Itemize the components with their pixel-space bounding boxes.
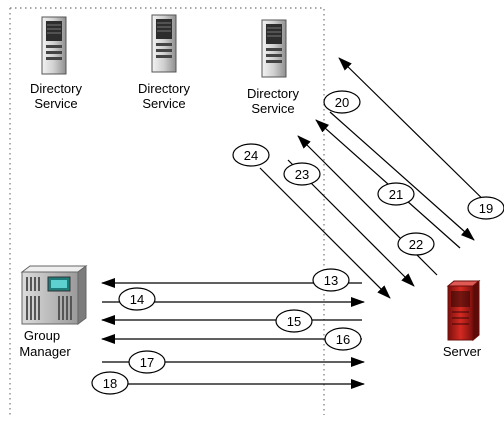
directory-service-1: Directory Service	[30, 16, 83, 111]
message-24: 24	[232, 143, 391, 299]
message-21-label: 21	[389, 187, 403, 202]
message-18: 18	[91, 371, 365, 395]
message-19-label: 19	[479, 201, 493, 216]
server-tower-icon	[41, 16, 67, 75]
server-tower-icon	[446, 279, 481, 342]
message-13: 13	[101, 268, 362, 292]
ds3-label-line2: Service	[251, 101, 294, 116]
ds1-label-line2: Service	[34, 96, 77, 111]
directory-service-2: Directory Service	[138, 14, 191, 111]
directory-service-3: Directory Service	[247, 19, 300, 116]
message-23-label: 23	[295, 167, 309, 182]
message-18-label: 18	[103, 376, 117, 391]
message-16-label: 16	[336, 332, 350, 347]
message-19: 19	[338, 57, 504, 220]
ds3-label-line1: Directory	[247, 86, 300, 101]
message-15-label: 15	[287, 314, 301, 329]
ds2-label-line1: Directory	[138, 81, 191, 96]
message-24-label: 24	[244, 148, 258, 163]
ds1-label-line1: Directory	[30, 81, 83, 96]
ds2-label-line2: Service	[142, 96, 185, 111]
message-20-label: 20	[335, 95, 349, 110]
message-17-label: 17	[140, 355, 154, 370]
server-label: Server	[443, 344, 482, 359]
message-17: 17	[102, 350, 365, 374]
group-manager: Group Manager	[19, 265, 88, 359]
server-tower-icon	[151, 14, 177, 73]
message-22-label: 22	[409, 237, 423, 252]
message-22: 22	[297, 135, 438, 276]
message-16: 16	[101, 327, 362, 351]
message-21: 21	[315, 119, 461, 249]
message-13-label: 13	[324, 273, 338, 288]
message-14: 14	[102, 287, 365, 311]
message-23: 23	[283, 159, 415, 287]
group-manager-icon	[20, 265, 88, 325]
server-tower-icon	[261, 19, 287, 78]
message-20: 20	[323, 90, 475, 241]
message-14-label: 14	[130, 292, 144, 307]
server: Server	[443, 279, 482, 359]
group-manager-label-line2: Manager	[19, 344, 71, 359]
message-15: 15	[101, 309, 362, 333]
group-manager-label-line1: Group	[24, 328, 60, 343]
